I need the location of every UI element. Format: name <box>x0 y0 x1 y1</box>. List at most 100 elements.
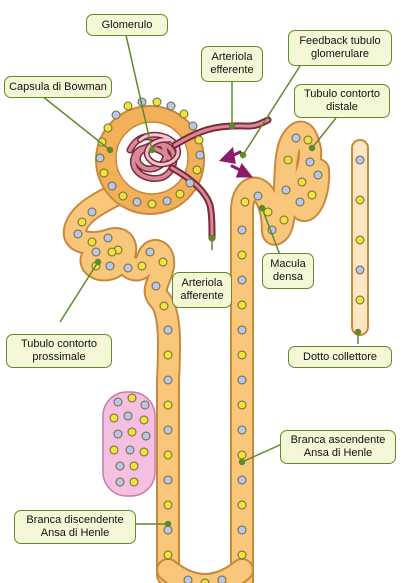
cell-dot <box>356 196 364 204</box>
cell-dot <box>164 401 172 409</box>
label-tubulo-contorto-distale: Tubulo contorto distale <box>294 84 390 118</box>
cell-dot <box>142 432 150 440</box>
cell-dot <box>356 296 364 304</box>
cell-dot <box>108 248 116 256</box>
cell-dot <box>164 476 172 484</box>
cell-dot <box>238 526 246 534</box>
cell-dot <box>238 326 246 334</box>
cell-dot <box>184 576 192 583</box>
label-arteriola-efferente: Arteriola efferente <box>201 46 263 82</box>
cell-dot <box>306 158 314 166</box>
cell-dot <box>114 398 122 406</box>
cell-dot <box>140 448 148 456</box>
label-feedback-tubulo-glomerulare: Feedback tubulo glomerulare <box>288 30 392 66</box>
cell-dot <box>280 216 288 224</box>
cell-dot <box>238 251 246 259</box>
cell-dot <box>104 234 112 242</box>
cell-dot <box>108 182 116 190</box>
cell-dot <box>164 551 172 559</box>
cell-dot <box>114 430 122 438</box>
cell-dot <box>153 98 161 106</box>
cell-dot <box>160 302 168 310</box>
cell-dot <box>78 218 86 226</box>
cell-dot <box>201 579 209 583</box>
cell-dot <box>88 208 96 216</box>
cell-dot <box>238 401 246 409</box>
cell-dot <box>116 478 124 486</box>
cell-dot <box>140 416 148 424</box>
cell-dot <box>159 258 167 266</box>
cell-dot <box>218 576 226 583</box>
cell-dot <box>164 326 172 334</box>
label-capsula-di-bowman: Capsula di Bowman <box>4 76 112 98</box>
cell-dot <box>193 166 201 174</box>
cell-dot <box>176 190 184 198</box>
cell-dot <box>167 102 175 110</box>
cell-dot <box>356 266 364 274</box>
cell-dot <box>284 156 292 164</box>
cell-dot <box>238 476 246 484</box>
cell-dot <box>106 262 114 270</box>
cell-dot <box>88 238 96 246</box>
cell-dot <box>356 236 364 244</box>
cell-dot <box>164 426 172 434</box>
cell-dot <box>241 198 249 206</box>
cell-dot <box>130 462 138 470</box>
cell-dot <box>292 134 300 142</box>
cell-dot <box>238 276 246 284</box>
cell-dot <box>164 451 172 459</box>
cell-dot <box>124 412 132 420</box>
cell-dot <box>304 136 312 144</box>
cell-dot <box>238 301 246 309</box>
cell-dot <box>100 169 108 177</box>
cell-dot <box>254 192 262 200</box>
cell-dot <box>189 122 197 130</box>
cell-dot <box>238 426 246 434</box>
label-macula-densa: Macula densa <box>262 253 314 289</box>
cell-dot <box>186 179 194 187</box>
cell-dot <box>119 192 127 200</box>
cell-dot <box>195 136 203 144</box>
label-branca-discendente: Branca discendente Ansa di Henle <box>14 510 136 544</box>
cell-dot <box>138 262 146 270</box>
cell-dot <box>124 102 132 110</box>
cell-dot <box>110 446 118 454</box>
cell-dot <box>308 191 316 199</box>
label-glomerulo: Glomerulo <box>86 14 168 36</box>
cell-dot <box>238 451 246 459</box>
cell-dot <box>124 264 132 272</box>
cell-dot <box>282 186 290 194</box>
cell-dot <box>141 401 149 409</box>
cell-dot <box>148 200 156 208</box>
label-tubulo-contorto-prossimale: Tubulo contorto prossimale <box>6 334 112 368</box>
cell-dot <box>110 414 118 422</box>
cell-dot <box>104 124 112 132</box>
cell-dot <box>130 478 138 486</box>
cell-dot <box>164 501 172 509</box>
label-dotto-collettore: Dotto collettore <box>288 346 392 368</box>
cell-dot <box>238 551 246 559</box>
cell-dot <box>163 197 171 205</box>
cell-dot <box>116 462 124 470</box>
cell-dot <box>96 154 104 162</box>
cell-dot <box>164 376 172 384</box>
cell-dot <box>146 248 154 256</box>
cell-dot <box>112 111 120 119</box>
cell-dot <box>92 248 100 256</box>
cell-dot <box>126 446 134 454</box>
cell-dot <box>133 198 141 206</box>
cell-dot <box>296 198 304 206</box>
cell-dot <box>356 156 364 164</box>
cell-dot <box>164 351 172 359</box>
cell-dot <box>238 376 246 384</box>
cell-dot <box>152 282 160 290</box>
cell-dot <box>238 351 246 359</box>
cell-dot <box>298 178 306 186</box>
cell-dot <box>314 171 322 179</box>
cell-dot <box>196 151 204 159</box>
cell-dot <box>74 230 82 238</box>
cell-dot <box>128 428 136 436</box>
cell-dot <box>180 110 188 118</box>
cell-dot <box>238 501 246 509</box>
cell-dot <box>128 394 136 402</box>
